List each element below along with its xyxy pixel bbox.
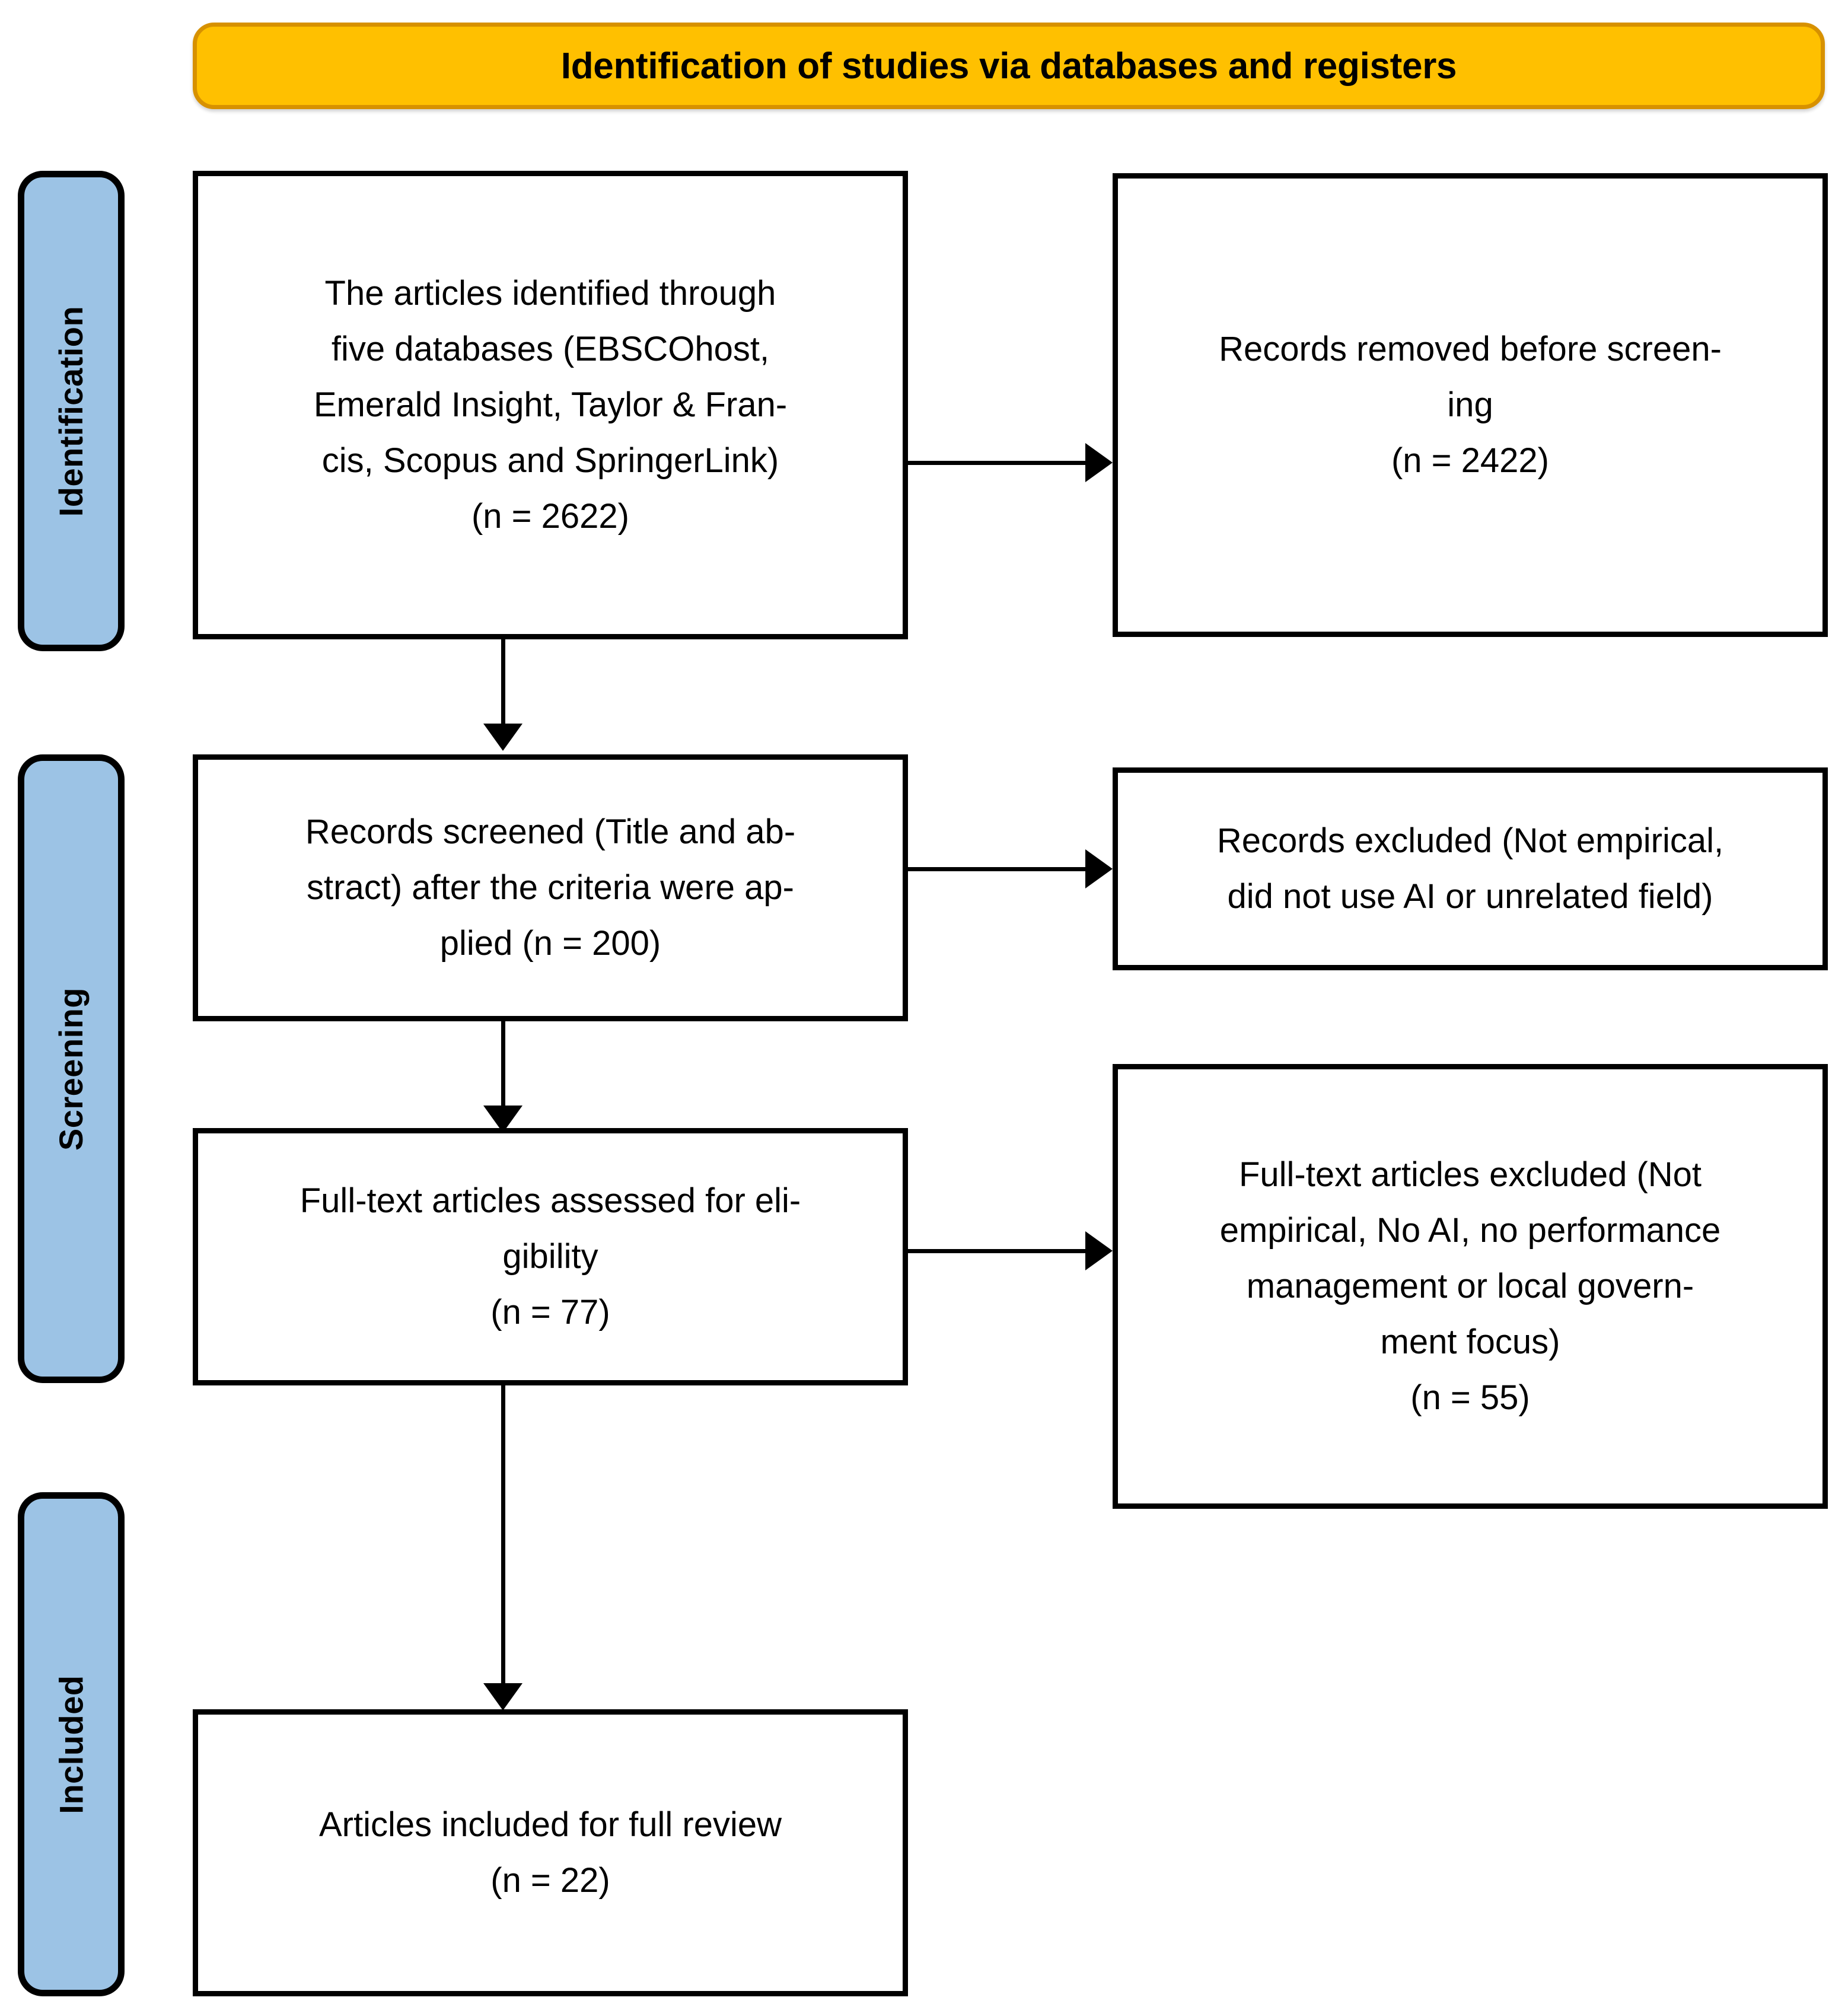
stage-label-screening-text: Screening [52,987,90,1151]
arrow-assessed-to-fulltext-excluded-head [1085,1231,1113,1270]
arrow-screened-to-excluded-head [1085,849,1113,888]
arrow-identified-to-screened-shaft [501,639,505,728]
records-screened-text: Records screened (Title and ab-stract) a… [305,813,796,963]
fulltext-assessed-box: Full-text articles assessed for eli-gibi… [193,1128,908,1385]
records-removed-text: Records removed before screen-ing(n = 24… [1219,330,1722,480]
stage-label-identification: Identification [18,171,125,651]
stage-label-screening: Screening [18,754,125,1383]
records-screened-box: Records screened (Title and ab-stract) a… [193,754,908,1021]
records-excluded-box: Records excluded (Not empirical,did not … [1113,767,1828,970]
arrow-assessed-to-fulltext-excluded-shaft [908,1249,1086,1253]
arrow-assessed-to-included-shaft [501,1385,505,1688]
arrow-identified-to-removed-shaft [908,461,1086,465]
arrow-screened-to-assessed-shaft [501,1021,505,1110]
fulltext-assessed-text: Full-text articles assessed for eli-gibi… [299,1181,801,1331]
stage-label-included-text: Included [52,1674,90,1814]
diagram-header-title: Identification of studies via databases … [560,45,1457,87]
arrow-identified-to-screened-head [483,724,522,751]
diagram-header-banner: Identification of studies via databases … [193,23,1825,109]
articles-included-text: Articles included for full review(n = 22… [318,1805,782,1900]
records-removed-box: Records removed before screen-ing(n = 24… [1113,173,1828,637]
records-excluded-text: Records excluded (Not empirical,did not … [1216,821,1724,916]
articles-included-box: Articles included for full review(n = 22… [193,1709,908,1996]
arrow-identified-to-removed-head [1085,443,1113,482]
stage-label-identification-text: Identification [52,305,90,517]
stage-label-included: Included [18,1492,125,1996]
arrow-assessed-to-included-head [483,1683,522,1710]
arrow-screened-to-excluded-shaft [908,867,1086,871]
